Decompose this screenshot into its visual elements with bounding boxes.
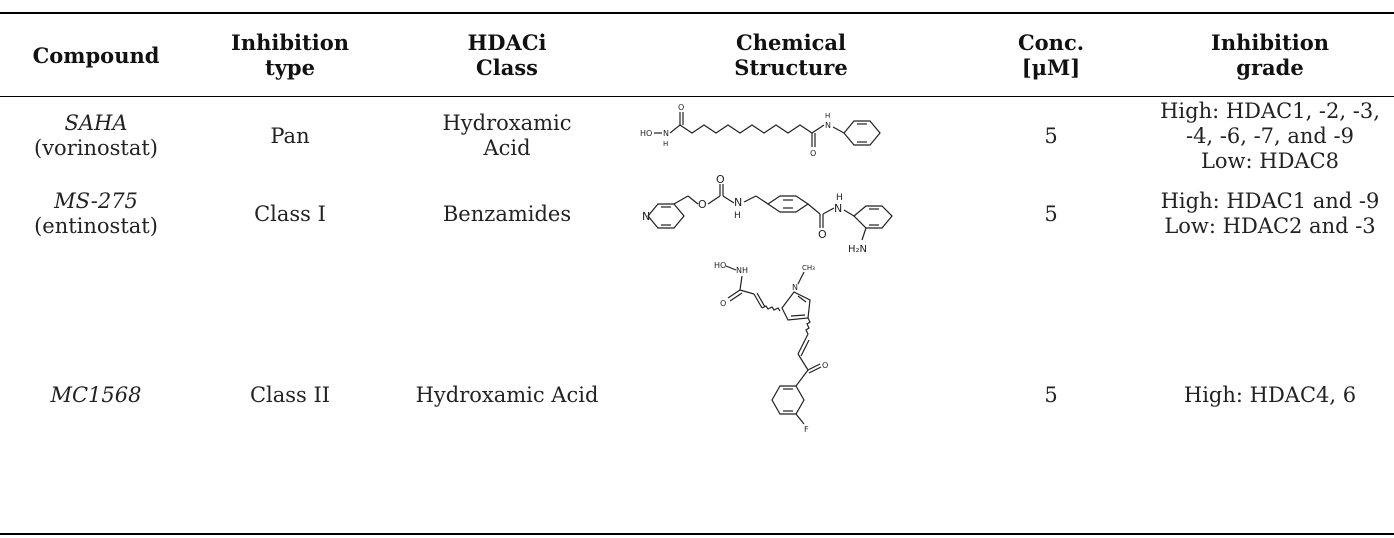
conc-value: 5: [1044, 123, 1058, 148]
inhibition-type: Class I: [254, 201, 326, 226]
atom-label: F: [804, 425, 809, 434]
compound-name: MC1568: [50, 382, 142, 407]
hdaci-class-line1: Hydroxamic: [442, 111, 572, 135]
atom-label: N: [663, 129, 669, 138]
hdaci-class-line1: Benzamides: [442, 201, 572, 226]
header-conc: Conc. [μM]: [956, 14, 1146, 96]
header-grade-line2: grade: [1236, 55, 1304, 80]
header-hdaci-class-line2: Class: [476, 55, 538, 80]
atom-label: HO: [714, 261, 726, 270]
atom-label: H₂N: [848, 244, 867, 255]
cell-hdaci-class: Benzamides: [388, 176, 626, 252]
grade-line1: High: HDAC1, -2, -3,: [1160, 98, 1380, 123]
header-inhibition-type-line2: type: [265, 55, 315, 80]
cell-inhibition-type: Pan: [192, 98, 388, 174]
atom-label: O: [818, 228, 827, 241]
atom-label: O: [720, 299, 726, 308]
header-grade: Inhibition grade: [1146, 14, 1394, 96]
table-bottom-rule: [0, 533, 1394, 535]
cell-inhibition-type: Class I: [192, 176, 388, 252]
grade-line2: -4, -6, -7, and -9: [1185, 123, 1355, 148]
atom-label: H: [825, 112, 830, 120]
header-inhibition-type: Inhibition type: [192, 14, 388, 96]
header-inhibition-type-line1: Inhibition: [231, 30, 349, 55]
hdaci-class-line2: Acid: [483, 136, 531, 160]
cell-compound: SAHA (vorinostat): [0, 98, 192, 174]
header-compound-text: Compound: [32, 42, 160, 68]
cell-hdaci-class: Hydroxamic Acid: [388, 98, 626, 174]
atom-label: H: [836, 193, 843, 203]
header-compound: Compound: [0, 14, 192, 96]
atom-label: N: [734, 196, 742, 209]
cell-conc: 5: [956, 176, 1146, 252]
atom-label: N: [834, 202, 842, 215]
cell-grade: High: HDAC1, -2, -3, -4, -6, -7, and -9 …: [1146, 98, 1394, 174]
cell-hdaci-class: Hydroxamic Acid: [388, 260, 626, 530]
inhibition-type: Pan: [270, 123, 310, 148]
header-hdaci-class: HDACi Class: [388, 14, 626, 96]
grade-line1: High: HDAC4, 6: [1183, 382, 1357, 407]
mc1568-structure: HO NH O N CH₃ O F: [714, 261, 828, 434]
atom-label: CH₃: [802, 264, 815, 272]
atom-label: O: [716, 173, 725, 186]
atom-label: N: [825, 121, 831, 130]
atom-label: HO: [640, 129, 652, 138]
cell-grade: High: HDAC1 and -9 Low: HDAC2 and -3: [1146, 176, 1394, 252]
compound-name: MS-275: [54, 189, 138, 213]
conc-value: 5: [1044, 382, 1058, 407]
atom-label: O: [822, 361, 828, 370]
header-conc-line2: [μM]: [1021, 55, 1081, 80]
cell-compound: MC1568: [0, 260, 192, 530]
atom-label: H: [663, 140, 668, 148]
atom-label: N: [792, 283, 798, 292]
conc-value: 5: [1044, 201, 1058, 226]
grade-line2: Low: HDAC2 and -3: [1164, 214, 1376, 238]
ms275-structure: N O O N H O N H H₂N: [642, 173, 893, 255]
grade-line1: High: HDAC1 and -9: [1160, 189, 1380, 213]
table-header-rule: [0, 96, 1394, 97]
header-hdaci-class-line1: HDACi: [467, 30, 547, 55]
compound-alias: (vorinostat): [34, 136, 158, 160]
atom-label: O: [810, 149, 816, 158]
header-structure-line1: Chemical: [736, 30, 846, 55]
atom-label: O: [698, 198, 707, 211]
atom-label: H: [734, 211, 741, 221]
cell-compound: MS-275 (entinostat): [0, 176, 192, 252]
header-structure: Chemical Structure: [626, 14, 956, 96]
header-conc-line1: Conc.: [1017, 30, 1085, 55]
cell-grade: High: HDAC4, 6: [1146, 260, 1394, 530]
compound-name: SAHA: [64, 111, 128, 135]
table-top-rule: [0, 12, 1394, 14]
hdaci-class-line1: Hydroxamic Acid: [415, 382, 599, 407]
header-grade-line1: Inhibition: [1211, 30, 1329, 55]
saha-structure: HO N H O O N H: [640, 103, 881, 158]
atom-label: N: [642, 210, 650, 223]
compound-alias: (entinostat): [34, 214, 158, 238]
header-structure-line2: Structure: [734, 55, 848, 80]
cell-conc: 5: [956, 260, 1146, 530]
cell-inhibition-type: Class II: [192, 260, 388, 530]
cell-conc: 5: [956, 98, 1146, 174]
atom-label: NH: [736, 266, 748, 275]
atom-label: O: [678, 103, 684, 112]
inhibition-type: Class II: [249, 382, 331, 407]
grade-line3: Low: HDAC8: [1200, 148, 1340, 173]
